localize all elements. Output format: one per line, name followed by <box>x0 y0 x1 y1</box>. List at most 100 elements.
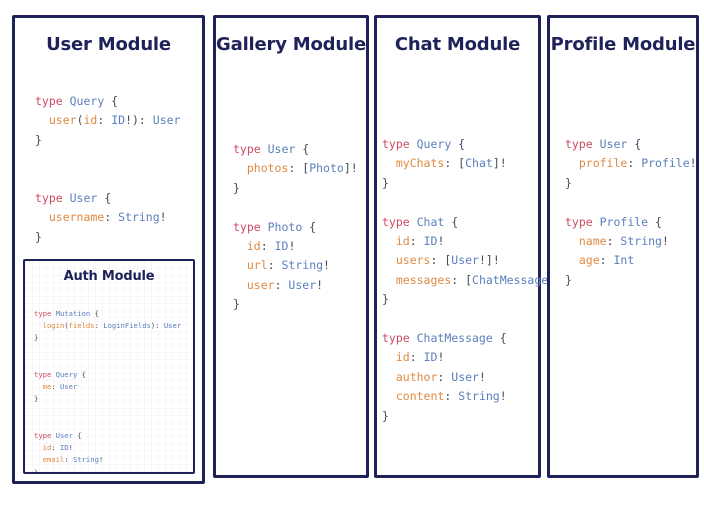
code-token-field: id <box>42 443 52 453</box>
code-line: type Profile { <box>565 213 697 232</box>
code-line: type Query { <box>35 92 180 111</box>
code-token-kw: type <box>382 137 417 151</box>
code-token-field: id <box>395 350 410 365</box>
code-token-field: author <box>395 369 438 384</box>
code-token-punct: } <box>233 297 240 312</box>
code-token-field: username <box>48 210 105 225</box>
code-token-punct: : <box>51 382 60 392</box>
code-token-punct: { <box>451 137 466 151</box>
code-token-punct: : <box>64 455 73 465</box>
code-token-type: ID <box>59 443 69 453</box>
code-token-type: String <box>458 389 500 404</box>
code-line: } <box>565 174 697 193</box>
code-token-kw: type <box>233 219 268 234</box>
code-token-type: Profile <box>641 156 690 171</box>
code-token-punct <box>565 234 579 248</box>
code-line: id: ID! <box>382 348 562 367</box>
code-token-punct: ! <box>323 258 330 273</box>
code-token-kw: type <box>34 370 56 380</box>
code-token-punct: { <box>72 431 82 441</box>
code-token-punct: } <box>382 175 389 190</box>
code-token-type: ChatMessage <box>416 331 493 346</box>
code-token-punct <box>233 239 247 253</box>
code-token-field: users <box>395 253 431 268</box>
code-token-type: User <box>599 137 628 151</box>
code-token-punct: } <box>34 467 39 474</box>
code-token-punct: : <box>274 277 289 292</box>
code-token-punct: ( <box>64 321 69 331</box>
code-line: me: User <box>34 381 181 393</box>
code-line: user: User! <box>233 276 358 295</box>
code-token-field: content <box>395 389 445 404</box>
code-token-field: me <box>42 382 52 392</box>
code-token-punct: ( <box>76 113 84 128</box>
code-token-punct: { <box>295 142 310 156</box>
code-line: type Photo { <box>233 218 358 237</box>
code-token-type: Photo <box>267 219 303 234</box>
code-token-type: Query <box>416 137 452 151</box>
code-token-field: id <box>246 239 261 254</box>
code-line: username: String! <box>35 208 180 227</box>
code-line: } <box>34 332 181 344</box>
code-token-punct <box>233 278 247 292</box>
code-line: type User { <box>233 140 358 159</box>
code-token-punct: : <box>94 321 104 331</box>
code-line: type User { <box>34 430 181 442</box>
code-token-type: String <box>118 210 160 225</box>
code-line: id: ID! <box>233 237 358 256</box>
code-line: profile: Profile! <box>565 154 697 173</box>
code-line: } <box>233 295 358 314</box>
code-line <box>565 193 697 212</box>
code-token-type: Query <box>69 94 105 108</box>
code-token-kw: type <box>34 431 56 441</box>
module-card-gallery[interactable]: Gallery Module type User { photos: [Phot… <box>213 15 369 478</box>
code-line <box>233 198 358 217</box>
code-token-punct: { <box>492 331 507 346</box>
code-token-punct: : <box>51 443 60 453</box>
schema-code-chat: type Query { myChats: [Chat]!} type Chat… <box>382 135 562 426</box>
code-token-type: Int <box>613 253 635 268</box>
code-token-punct <box>233 258 247 272</box>
code-token-punct <box>34 321 43 330</box>
code-line: email: String! <box>34 454 181 466</box>
code-token-field: url <box>246 258 268 273</box>
code-line <box>34 406 181 418</box>
code-token-punct: } <box>34 394 39 404</box>
code-token-type: User <box>451 253 479 268</box>
code-token-kw: type <box>565 137 600 151</box>
code-token-field: login <box>42 321 65 331</box>
code-line: type User { <box>35 189 180 208</box>
code-token-kw: type <box>382 214 417 229</box>
schema-code-auth: type Mutation { login(fields: LoginField… <box>34 308 182 474</box>
code-token-punct: ! <box>288 239 296 254</box>
code-token-type: Chat <box>465 156 493 171</box>
code-line: } <box>382 407 562 426</box>
code-token-punct <box>382 350 396 364</box>
code-token-type: User <box>163 321 182 331</box>
code-token-punct: { <box>97 191 112 206</box>
code-token-type: Profile <box>599 214 649 229</box>
code-line: name: String! <box>565 232 697 251</box>
module-card-chat[interactable]: Chat Module type Query { myChats: [Chat]… <box>374 15 562 478</box>
code-token-punct: ! <box>68 443 73 453</box>
module-card-profile[interactable]: Profile Module type User { profile: Prof… <box>547 15 699 478</box>
code-token-punct <box>35 113 49 127</box>
code-token-punct: { <box>627 137 642 151</box>
module-card-auth[interactable]: Auth Module type Mutation { login(fields… <box>23 259 195 474</box>
code-token-punct: : <box>104 210 119 225</box>
code-token-punct: : [ <box>288 161 310 176</box>
module-card-user[interactable]: User Module type Query { user(id: ID!): … <box>12 15 205 484</box>
code-token-field: email <box>42 455 65 465</box>
code-line: url: String! <box>233 256 358 275</box>
code-token-type: ID <box>423 234 438 249</box>
code-line: login(fields: LoginFields): User <box>34 320 182 332</box>
code-token-type: String <box>620 234 662 249</box>
code-line: } <box>35 228 180 247</box>
code-token-punct: ! <box>316 277 324 292</box>
code-token-field: name <box>578 234 607 249</box>
code-token-punct: ! <box>437 234 445 249</box>
code-token-type: LoginFields <box>103 321 151 331</box>
code-token-type: Query <box>55 370 78 380</box>
code-token-punct: } <box>565 272 572 287</box>
code-token-punct: ! <box>98 455 104 465</box>
